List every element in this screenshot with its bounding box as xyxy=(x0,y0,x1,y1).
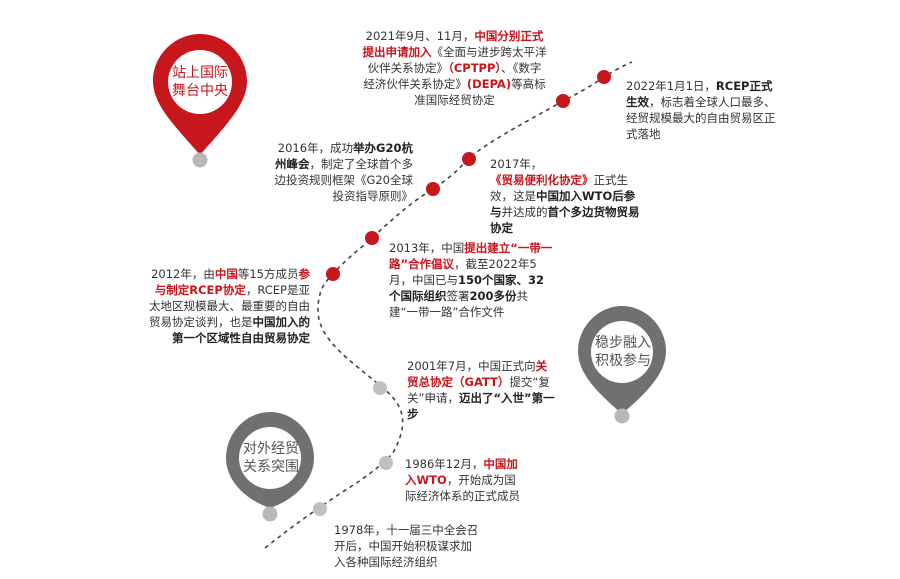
dot-2021 xyxy=(556,94,570,108)
event-segment: 签署 xyxy=(446,289,470,303)
event-segment: 1986年12月， xyxy=(405,457,484,471)
event-segment: (DEPA) xyxy=(466,77,512,91)
event-segment: 《贸易便利化协定》 xyxy=(490,173,594,187)
dot-2013 xyxy=(365,231,379,245)
dot-2017 xyxy=(462,152,476,166)
event-segment: ，截至2022年5月，中国已与 xyxy=(389,257,537,287)
pin-bottom-label: 对外经贸关系突围 xyxy=(243,441,299,475)
event-segment: ，制定了全球首个多边投资规则框架《G20全球投资指导原则》 xyxy=(274,157,413,203)
event-segment: 1978年，十一届三中全会召开后，中国开始积极谋求加入各种国际经济组织 xyxy=(334,523,479,569)
event-segment: ，标志着全球人口最多、经贸规模最大的自由贸易区正式落地 xyxy=(626,95,776,141)
event-segment: 2021年9月、11月， xyxy=(365,29,475,43)
event-1978-text: 1978年，十一届三中全会召开后，中国开始积极谋求加入各种国际经济组织 xyxy=(334,522,479,570)
event-segment: RCEP正式生效 xyxy=(626,79,773,109)
event-segment: 2013年，中国 xyxy=(389,241,465,255)
pin-top-label: 站上国际舞台中央 xyxy=(172,65,228,99)
event-segment: 200多份 xyxy=(469,289,517,303)
event-2016-text: 2016年，成功举办G20杭州峰会，制定了全球首个多边投资规则框架《G20全球投… xyxy=(268,140,413,204)
event-segment: 150个国家、32个国际组织 xyxy=(389,273,545,303)
event-2012-text: 2012年，由中国等15方成员参与制定RCEP协定，RCEP是亚太地区规模最大、… xyxy=(145,266,310,346)
dot-2016 xyxy=(426,182,440,196)
event-segment: 中国分别正式提出申请加入 xyxy=(362,29,544,59)
dot-1986 xyxy=(379,456,393,470)
event-segment: 提出建立“一带一路”合作倡议 xyxy=(389,241,553,271)
pin-mid-label: 稳步融入积极参与 xyxy=(595,335,651,369)
event-segment: 《全面与进步跨太平洋伙伴关系协定》 xyxy=(367,45,547,75)
event-segment: （CPTPP） xyxy=(448,61,502,75)
event-segment: 关贸总协定（GATT） xyxy=(407,359,548,389)
pin-top-red xyxy=(153,34,247,168)
event-segment: 并达成的 xyxy=(501,205,548,219)
event-segment: 中国加入的第一个区域性自由贸易协定 xyxy=(172,315,310,345)
event-segment: 共建“一带一路”合作文件 xyxy=(389,289,529,319)
event-2001-text: 2001年7月，中国正式向关贸总协定（GATT）提交“复关”申请，迈出了“入世”… xyxy=(407,358,557,422)
event-segment: 提交“复关”申请， xyxy=(407,375,550,405)
event-segment: 正式生效，这是 xyxy=(490,173,628,203)
dot-2001 xyxy=(373,381,387,395)
event-segment: 中国 xyxy=(214,267,238,281)
pin-middle-gray xyxy=(578,306,666,424)
event-segment: 举办G20杭州峰会 xyxy=(275,141,413,171)
event-2021-text: 2021年9月、11月，中国分别正式提出申请加入《全面与进步跨太平洋伙伴关系协定… xyxy=(362,28,547,108)
event-2013-text: 2013年，中国提出建立“一带一路”合作倡议，截至2022年5月，中国已与150… xyxy=(389,240,554,320)
event-segment: 2012年，由 xyxy=(151,267,215,281)
event-segment: 中国加入WTO xyxy=(405,457,518,487)
event-2017-text: 2017年， 《贸易便利化协定》正式生效，这是中国加入WTO后参与并达成的首个多边… xyxy=(490,156,640,236)
event-segment: 中国加入WTO后参与 xyxy=(490,189,636,219)
event-1986-text: 1986年12月，中国加入WTO，开始成为国际经济体系的正式成员 xyxy=(405,456,523,504)
event-segment: 首个多边货物贸易协定 xyxy=(490,205,640,235)
pin-bottom-gray xyxy=(226,412,314,522)
event-segment: 2022年1月1日， xyxy=(626,79,716,93)
event-2022-text: 2022年1月1日，RCEP正式生效，标志着全球人口最多、经贸规模最大的自由贸易… xyxy=(626,78,776,142)
dot-1978 xyxy=(313,502,327,516)
event-segment: ，RCEP是亚太地区规模最大、最重要的自由贸易协定谈判，也是 xyxy=(149,283,310,329)
event-segment: 迈出了“入世”第一步 xyxy=(407,391,555,421)
event-segment: 2017年， xyxy=(490,157,543,171)
dot-2022 xyxy=(597,70,611,84)
event-segment: 参与制定RCEP协定 xyxy=(154,267,310,297)
event-segment: 等15方成员 xyxy=(237,267,299,281)
event-segment: 等高标准国际经贸协定 xyxy=(414,77,546,107)
event-segment: 2016年，成功 xyxy=(277,141,354,155)
event-segment: 、《数字经济伙伴关系协定》 xyxy=(363,61,542,91)
dot-2012 xyxy=(326,267,340,281)
event-segment: ，开始成为国际经济体系的正式成员 xyxy=(405,473,520,503)
event-segment: 2001年7月，中国正式向 xyxy=(407,359,536,373)
